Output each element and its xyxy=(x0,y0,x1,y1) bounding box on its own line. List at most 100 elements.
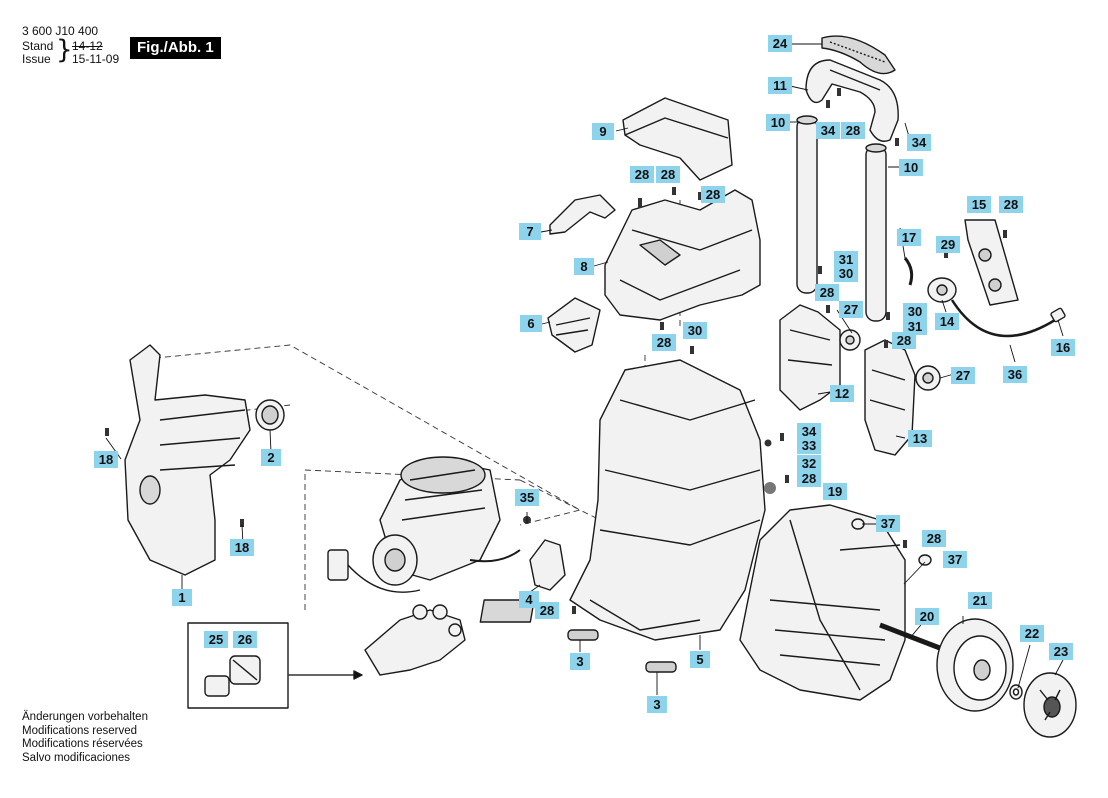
callout-label: 26 xyxy=(233,631,257,648)
coupling-part xyxy=(529,539,566,591)
svg-text:31: 31 xyxy=(908,319,922,334)
callout-label: 25 xyxy=(204,631,228,648)
brace-glyph: } xyxy=(56,35,73,65)
wheel-part xyxy=(936,618,1014,712)
svg-text:23: 23 xyxy=(1054,644,1068,659)
svg-text:28: 28 xyxy=(820,285,834,300)
svg-text:31: 31 xyxy=(839,252,853,267)
svg-text:32: 32 xyxy=(802,456,816,471)
svg-text:30: 30 xyxy=(688,323,702,338)
svg-text:2: 2 xyxy=(267,450,274,465)
stand-value: 14-12 xyxy=(72,39,103,53)
callout-label: 23 xyxy=(1049,643,1073,660)
stand-row: Stand xyxy=(22,39,53,53)
callout-label: 10 xyxy=(899,159,923,176)
callout-label: 21 xyxy=(968,592,992,609)
callout-label: 30 xyxy=(683,322,707,339)
svg-text:27: 27 xyxy=(956,368,970,383)
footer-notice: Änderungen vorbehalten Modifications res… xyxy=(22,711,148,765)
pump-head-part xyxy=(364,604,466,676)
callout-label: 34 xyxy=(797,423,821,440)
back-plate-part xyxy=(964,219,1019,306)
top-cover-part xyxy=(622,97,733,181)
svg-text:11: 11 xyxy=(773,78,787,93)
callout-label: 35 xyxy=(515,489,539,506)
svg-text:29: 29 xyxy=(941,237,955,252)
svg-text:28: 28 xyxy=(657,335,671,350)
callout-label: 27 xyxy=(951,367,975,384)
svg-text:9: 9 xyxy=(599,124,606,139)
svg-text:33: 33 xyxy=(802,438,816,453)
upper-housing-part xyxy=(604,189,761,321)
svg-text:22: 22 xyxy=(1025,626,1039,641)
handle-grip-part xyxy=(821,35,896,75)
svg-text:25: 25 xyxy=(209,632,223,647)
axle-part xyxy=(879,622,946,653)
svg-text:28: 28 xyxy=(661,167,675,182)
figure-label: Fig./Abb. 1 xyxy=(130,37,221,59)
svg-text:30: 30 xyxy=(839,266,853,281)
svg-text:17: 17 xyxy=(902,230,916,245)
svg-text:10: 10 xyxy=(771,115,785,130)
svg-text:28: 28 xyxy=(1004,197,1018,212)
svg-text:6: 6 xyxy=(527,316,534,331)
hub-cap-part xyxy=(1023,672,1077,738)
svg-text:12: 12 xyxy=(835,386,849,401)
callout-label: 8 xyxy=(574,258,594,275)
svg-text:4: 4 xyxy=(525,592,533,607)
callout-label: 24 xyxy=(768,35,792,52)
footer-line: Änderungen vorbehalten xyxy=(22,711,148,723)
svg-text:19: 19 xyxy=(828,484,842,499)
svg-text:28: 28 xyxy=(706,187,720,202)
callout-label: 28 xyxy=(999,196,1023,213)
callout-label: 10 xyxy=(766,114,790,131)
callout-label: 28 xyxy=(656,166,680,183)
svg-text:16: 16 xyxy=(1056,340,1070,355)
callout-label: 3 xyxy=(647,696,667,713)
callout-label: 28 xyxy=(535,602,559,619)
svg-text:28: 28 xyxy=(540,603,554,618)
callout-label: 4 xyxy=(519,591,539,608)
callout-label: 28 xyxy=(797,470,821,487)
part-number: 3 600 J10 400 xyxy=(22,24,99,38)
callout-label: 28 xyxy=(652,334,676,351)
knob-part xyxy=(839,329,941,391)
svg-text:15: 15 xyxy=(972,197,986,212)
callout-label: 28 xyxy=(630,166,654,183)
footer-line: Modifications réservées xyxy=(22,738,143,750)
callout-label: 36 xyxy=(1003,366,1027,383)
svg-text:37: 37 xyxy=(881,516,895,531)
callout-label: 11 xyxy=(768,77,792,94)
foot-pad-part xyxy=(567,629,677,673)
callout-label: 28 xyxy=(892,332,916,349)
callout-label: 6 xyxy=(520,315,542,332)
svg-text:18: 18 xyxy=(99,452,113,467)
callout-label: 19 xyxy=(823,483,847,500)
svg-text:37: 37 xyxy=(948,552,962,567)
clip-part xyxy=(549,194,616,235)
callout-label: 16 xyxy=(1051,339,1075,356)
leader-lines xyxy=(105,43,1064,695)
svg-text:28: 28 xyxy=(927,531,941,546)
callout-label: 34 xyxy=(907,134,931,151)
handle-frame-part xyxy=(805,59,899,142)
svg-text:3: 3 xyxy=(653,697,660,712)
svg-text:34: 34 xyxy=(802,424,817,439)
issue-value: 15-11-09 xyxy=(72,52,120,66)
svg-text:5: 5 xyxy=(696,652,703,667)
svg-text:21: 21 xyxy=(973,593,987,608)
svg-text:1: 1 xyxy=(178,590,185,605)
callout-label: 3 xyxy=(570,653,590,670)
front-cover-part xyxy=(124,344,285,576)
callout-label: 20 xyxy=(915,608,939,625)
hose-holder-part xyxy=(547,297,601,353)
svg-text:13: 13 xyxy=(913,431,927,446)
svg-text:36: 36 xyxy=(1008,367,1022,382)
svg-text:28: 28 xyxy=(635,167,649,182)
callout-label: 5 xyxy=(690,651,710,668)
svg-text:34: 34 xyxy=(912,135,927,150)
svg-text:24: 24 xyxy=(773,36,788,51)
callout-label: 30 xyxy=(903,303,927,320)
callout-label: 18 xyxy=(230,539,254,556)
